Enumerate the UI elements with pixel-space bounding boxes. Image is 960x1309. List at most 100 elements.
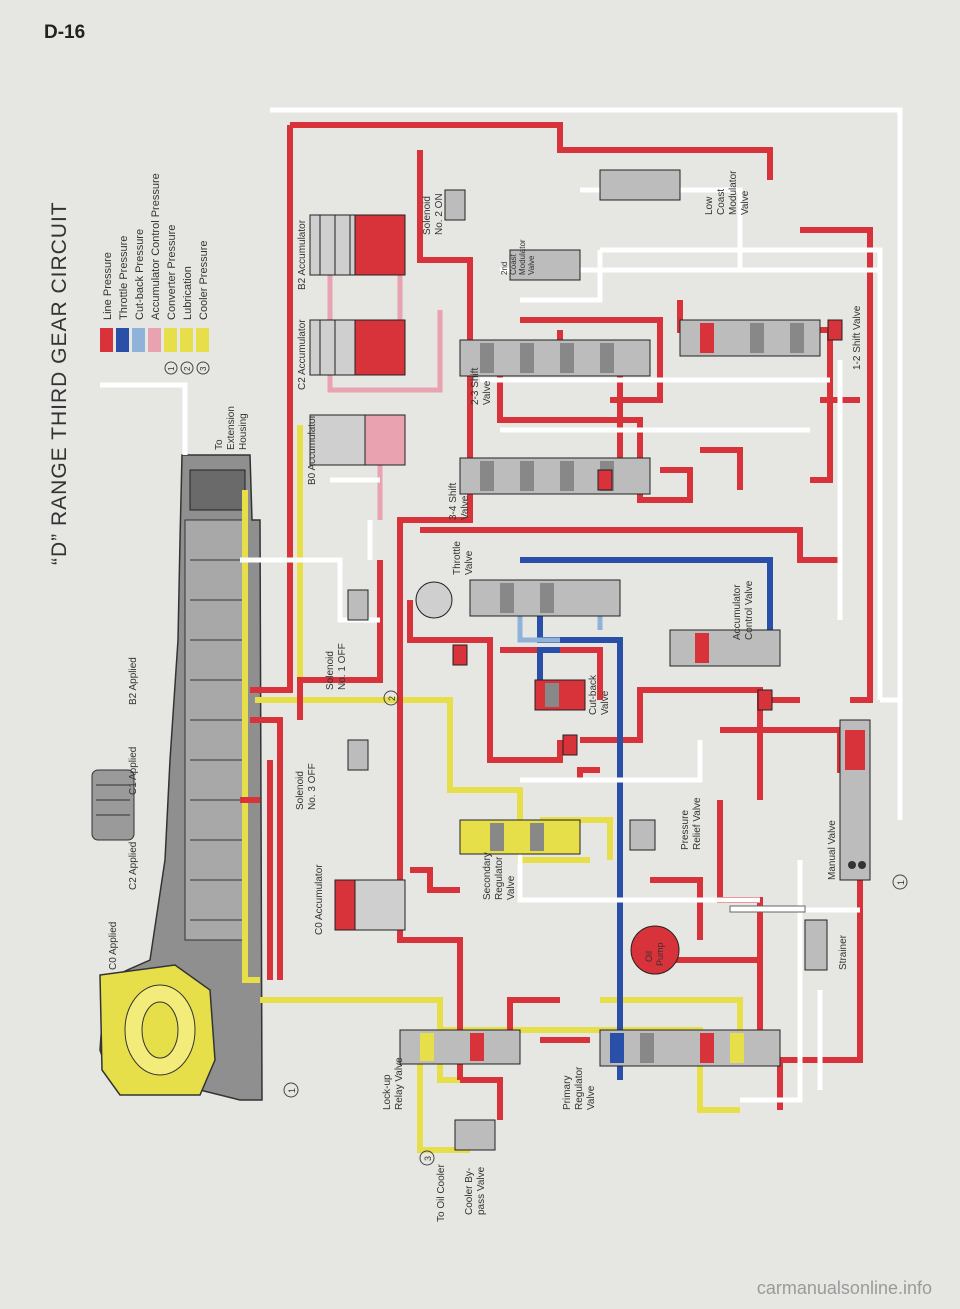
page-title: “D” RANGE THIRD GEAR CIRCUIT (48, 201, 71, 565)
label-to-extension-3: Housing (238, 413, 249, 450)
label-solenoid-3-state: No. 3 OFF (307, 763, 318, 810)
label-oil-pump-2: Pump (655, 942, 665, 966)
legend-swatch-lube (180, 328, 193, 352)
legend-swatch-throttle (116, 328, 129, 352)
marker-1-manual: 1 (896, 880, 906, 885)
component-labels: C0 Applied C2 Applied C1 Applied B2 Appl… (108, 170, 908, 1222)
marker-3: 3 (423, 1156, 433, 1161)
label-b2-accumulator: B2 Accumulator (297, 219, 308, 290)
c0-accumulator (334, 879, 406, 931)
page-number: D-16 (44, 22, 86, 43)
label-c2-accumulator: C2 Accumulator (297, 319, 308, 390)
legend: 1 2 3 Line Pressure Throttle Pressure Cu… (100, 173, 210, 375)
cutback-valve (534, 679, 586, 711)
label-cooler-bypass-2: pass Valve (476, 1166, 487, 1215)
legend-label-cooler: Cooler Pressure (198, 241, 210, 320)
label-primary-2: Regulator (574, 1066, 585, 1110)
second-coast-modulator-valve (509, 249, 581, 281)
legend-marker-1: 1 (167, 366, 176, 371)
legend-marker-3: 3 (199, 366, 208, 371)
accumulator-control-valve (669, 629, 781, 667)
label-low-coast-3: Modulator (728, 170, 739, 215)
label-strainer: Strainer (838, 934, 849, 970)
shift-valve-23 (459, 339, 651, 377)
label-primary-3: Valve (586, 1085, 597, 1110)
primary-regulator-valve (599, 1029, 781, 1067)
label-pressure-relief-2: Relief Valve (692, 797, 703, 850)
label-oil-pump: Oil (644, 951, 654, 962)
watermark: carmanualsonline.info (756, 1278, 932, 1298)
label-2nd-coast-3: Modulator (518, 239, 527, 275)
secondary-regulator-valve (459, 819, 581, 855)
legend-label-converter: Converter Pressure (166, 225, 178, 320)
label-cooler-bypass: Cooler By- (464, 1168, 475, 1215)
strainer (729, 905, 828, 971)
marker-1: 1 (287, 1088, 297, 1093)
legend-label-throttle: Throttle Pressure (118, 236, 130, 320)
label-to-extension-2: Extension (226, 406, 237, 450)
valves (309, 169, 871, 1151)
label-c1-applied: C1 Applied (128, 747, 139, 795)
label-low-coast: Low (704, 196, 715, 215)
label-c2-applied: C2 Applied (128, 842, 139, 890)
label-low-coast-4: Valve (740, 190, 751, 215)
label-c0-accumulator: C0 Accumulator (314, 864, 325, 935)
label-manual-valve: Manual Valve (827, 820, 838, 880)
label-accumulator-control: Accumulator (732, 584, 743, 640)
legend-swatch-converter (164, 328, 177, 352)
cooler-bypass-valve (454, 1119, 496, 1151)
lockup-relay-valve (399, 1029, 521, 1065)
throttle-valve (415, 579, 621, 619)
label-solenoid-2-state: No. 2 ON (434, 193, 445, 235)
label-solenoid-1-state: No. 1 OFF (337, 643, 348, 690)
label-to-oil-cooler: To Oil Cooler (436, 1164, 447, 1222)
label-secondary-3: Valve (506, 875, 517, 900)
label-c0-applied: C0 Applied (108, 922, 119, 970)
label-secondary: Secondary (482, 852, 493, 900)
shift-valve-12 (679, 319, 821, 357)
label-12-shift: 1-2 Shift Valve (852, 305, 863, 370)
legend-label-line: Line Pressure (102, 252, 114, 320)
marker-2: 2 (387, 696, 397, 701)
legend-label-lube: Lubrication (182, 266, 194, 320)
oil-pump (630, 925, 680, 975)
label-throttle: Throttle (452, 541, 463, 575)
label-lockup: Lock-up (382, 1074, 393, 1110)
label-23-shift-valve: Valve (482, 380, 493, 405)
label-to-extension: To (214, 439, 225, 450)
shift-valve-34 (459, 457, 651, 495)
label-pressure-relief: Pressure (680, 810, 691, 850)
label-cutback-valve: Valve (600, 690, 611, 715)
label-solenoid-2: Solenoid (422, 196, 433, 235)
check-balls (452, 319, 843, 756)
label-b0-accumulator: B0 Accumulator (307, 414, 318, 485)
legend-swatch-cutback (132, 328, 145, 352)
solenoids (347, 189, 466, 771)
label-low-coast-2: Coast (716, 189, 727, 215)
label-solenoid-3: Solenoid (295, 771, 306, 810)
label-34-shift-valve: Valve (460, 495, 471, 520)
pressure-relief-valve (629, 819, 656, 851)
label-34-shift: 3-4 Shift (448, 483, 459, 520)
legend-label-acc: Accumulator Control Pressure (150, 173, 162, 320)
label-lockup-2: Relay Valve (394, 1057, 405, 1110)
label-solenoid-1: Solenoid (325, 651, 336, 690)
throttle-pressure-lines (520, 557, 773, 1080)
legend-swatch-acc (148, 328, 161, 352)
label-secondary-2: Regulator (494, 856, 505, 900)
b2-accumulator (309, 214, 406, 276)
legend-label-cutback: Cut-back Pressure (134, 229, 146, 320)
label-throttle-valve: Valve (464, 550, 475, 575)
label-2nd-coast-2: Coast (509, 253, 518, 275)
label-b2-applied: B2 Applied (128, 657, 139, 705)
label-23-shift: 2-3 Shift (470, 368, 481, 405)
label-cutback: Cut-back (588, 674, 599, 715)
label-accumulator-control-2: Control Valve (744, 580, 755, 640)
manual-valve (839, 719, 871, 881)
low-coast-modulator-valve (599, 169, 681, 201)
label-2nd-coast: 2nd (500, 262, 509, 275)
legend-marker-2: 2 (183, 366, 192, 371)
label-2nd-coast-4: Valve (527, 255, 536, 275)
legend-swatch-cooler (196, 328, 209, 352)
